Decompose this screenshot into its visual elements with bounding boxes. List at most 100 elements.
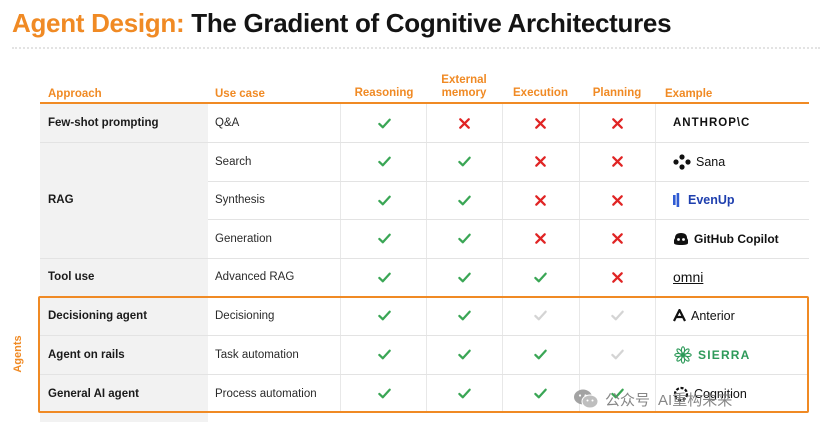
cross-icon	[611, 117, 623, 129]
title-rest: The Gradient of Cognitive Architectures	[191, 8, 672, 38]
cell-execution	[528, 335, 552, 374]
use-case-cell: Search	[215, 155, 252, 168]
cell-external-memory	[452, 374, 476, 413]
cell-planning	[605, 181, 629, 219]
check-icon	[377, 272, 391, 282]
cell-planning	[605, 296, 629, 335]
check-icon	[377, 156, 391, 167]
example-logo: Sana	[673, 142, 725, 181]
approach-column-background	[40, 104, 208, 422]
watermark: 公众号 AI重构未来	[573, 388, 732, 410]
check-icon	[457, 156, 471, 167]
check-icon	[610, 388, 624, 399]
example-name: GitHub Copilot	[694, 231, 779, 246]
sana-dots-icon	[673, 153, 691, 170]
cross-icon	[611, 156, 623, 167]
row-separator	[40, 142, 809, 143]
evenup-bars-icon	[673, 193, 680, 207]
row-separator	[208, 181, 809, 182]
header-example: Example	[665, 88, 713, 100]
cell-external-memory	[452, 296, 476, 335]
example-name: omni	[673, 269, 704, 285]
check-icon	[377, 118, 391, 128]
cross-icon	[534, 156, 546, 167]
watermark-text-1: 公众号	[605, 391, 651, 409]
check-icon	[457, 310, 471, 321]
check-icon	[533, 388, 547, 399]
header-rule	[40, 102, 809, 104]
cell-planning	[605, 374, 629, 413]
cell-external-memory	[452, 258, 476, 296]
cell-execution	[528, 181, 552, 219]
cross-icon	[611, 271, 623, 283]
cell-external-memory	[452, 104, 476, 142]
cell-execution	[528, 219, 552, 258]
use-case-cell: Q&A	[215, 117, 240, 129]
cell-planning	[605, 258, 629, 296]
title-divider	[12, 47, 820, 49]
example-name: Anterior	[691, 308, 735, 323]
check-light-icon	[533, 310, 547, 321]
header-execution: Execution	[513, 87, 568, 99]
check-icon	[457, 195, 471, 205]
cell-external-memory	[452, 181, 476, 219]
header-external-memory-line1: External	[441, 74, 487, 86]
cell-reasoning	[372, 142, 396, 181]
agents-group-label: Agents	[12, 335, 24, 373]
cell-reasoning	[372, 258, 396, 296]
cell-external-memory	[452, 219, 476, 258]
cell-reasoning	[372, 181, 396, 219]
check-icon	[533, 272, 547, 282]
use-case-cell: Generation	[215, 232, 272, 245]
check-icon	[457, 272, 471, 282]
cell-planning	[605, 219, 629, 258]
approach-agent-on-rails: Agent on rails	[48, 348, 125, 361]
example-logo: EvenUp	[673, 181, 735, 219]
header-approach: Approach	[48, 88, 102, 100]
example-logo: Cognition	[673, 374, 747, 413]
example-name: SIERRA	[698, 347, 751, 362]
title-accent: Agent Design:	[12, 8, 185, 38]
approach-decisioning-agent: Decisioning agent	[48, 309, 148, 322]
example-name: Sana	[696, 154, 726, 169]
cell-reasoning	[372, 104, 396, 142]
cell-reasoning	[372, 296, 396, 335]
cell-reasoning	[372, 335, 396, 374]
check-icon	[377, 310, 391, 321]
cell-execution	[528, 142, 552, 181]
check-icon	[457, 349, 471, 360]
use-case-cell: Advanced RAG	[215, 271, 295, 283]
check-icon	[377, 195, 391, 205]
cell-external-memory	[452, 335, 476, 374]
header-external-memory-line2: memory	[441, 87, 487, 99]
sierra-icon	[674, 345, 692, 364]
example-logo: ANTHROP\C	[673, 104, 750, 142]
cross-icon	[458, 117, 470, 129]
cross-icon	[611, 233, 623, 244]
agents-group-box	[38, 296, 809, 413]
use-case-cell: Decisioning	[215, 309, 275, 322]
use-case-cell: Process automation	[215, 387, 317, 400]
example-name: EvenUp	[688, 193, 735, 207]
header-planning: Planning	[592, 87, 642, 99]
copilot-icon	[674, 232, 688, 245]
approach-few-shot: Few-shot prompting	[48, 117, 159, 129]
use-case-cell: Task automation	[215, 348, 299, 361]
cross-icon	[534, 233, 546, 244]
cell-external-memory	[452, 142, 476, 181]
page-title: Agent Design: The Gradient of Cognitive …	[12, 8, 672, 39]
example-name: Cognition	[694, 386, 747, 401]
cell-planning	[605, 335, 629, 374]
cross-icon	[611, 194, 623, 206]
cross-icon	[534, 117, 546, 129]
cross-icon	[534, 194, 546, 206]
approach-rag: RAG	[48, 194, 74, 206]
cell-execution	[528, 104, 552, 142]
row-separator	[40, 258, 809, 259]
cell-execution	[528, 296, 552, 335]
cell-execution	[528, 258, 552, 296]
check-icon	[457, 233, 471, 244]
check-icon	[377, 233, 391, 244]
example-name: ANTHROP\C	[673, 117, 751, 129]
wechat-icon	[574, 389, 599, 409]
